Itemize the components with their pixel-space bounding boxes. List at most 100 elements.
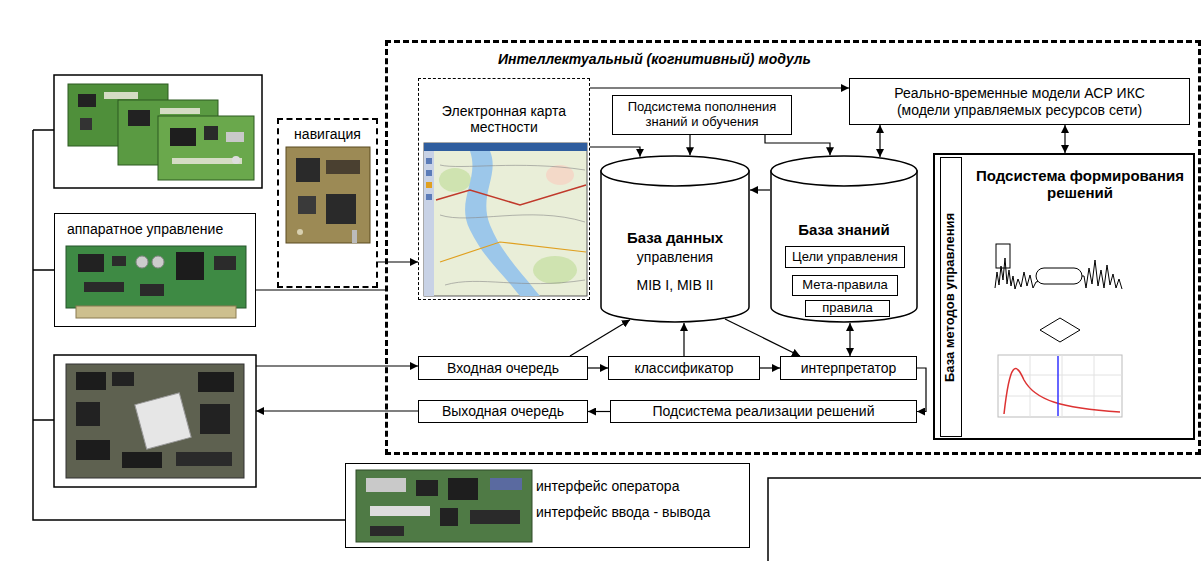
box-label: База данных xyxy=(600,229,750,246)
processor-board xyxy=(76,440,110,460)
rule-box: правила xyxy=(805,300,890,317)
distribution-chart xyxy=(998,355,1122,417)
cylinder-top xyxy=(601,156,749,186)
terrain-map-box: Электронная карта местности xyxy=(418,78,590,300)
circuit-board xyxy=(104,92,138,99)
connector xyxy=(570,320,630,356)
board-frame xyxy=(54,75,262,188)
processor-board xyxy=(66,364,244,478)
decision-subsystem-box: Подсистема формирования решений База мето… xyxy=(933,153,1195,440)
cylinder-top xyxy=(771,156,917,186)
map-image xyxy=(424,143,587,151)
connector xyxy=(256,289,385,290)
processor-board xyxy=(135,393,191,449)
interface-board xyxy=(470,510,520,524)
interface-board xyxy=(370,526,404,536)
circuit-board xyxy=(232,156,240,164)
map-image xyxy=(424,151,434,296)
connector xyxy=(588,411,610,412)
distribution-chart xyxy=(998,355,1122,417)
box-label: MIB I, MIB II xyxy=(600,277,750,293)
control-board xyxy=(84,282,124,292)
processor-board xyxy=(122,452,162,468)
circuit-board xyxy=(158,116,254,180)
connector xyxy=(917,368,926,412)
box-label: навигация xyxy=(279,126,376,142)
interface-board xyxy=(370,506,430,516)
map-image xyxy=(424,143,587,296)
box-label: классификатор xyxy=(609,360,759,376)
gnss-module xyxy=(298,196,316,214)
processor-board xyxy=(198,372,234,392)
distribution-chart xyxy=(998,355,1122,417)
cylinder-outline xyxy=(770,155,918,323)
knowledge-base-cylinder: База знанийЦели управленияМета-правилапр… xyxy=(770,155,918,323)
signal-plot xyxy=(995,244,1122,289)
connector xyxy=(590,147,640,157)
map-image xyxy=(426,158,432,164)
gnss-module xyxy=(297,229,303,235)
gnss-module xyxy=(326,194,356,224)
signal-plot xyxy=(996,244,1010,268)
signal-plot xyxy=(995,258,1122,289)
connector xyxy=(750,189,770,190)
circuit-board xyxy=(172,158,242,164)
process-box: классификатор xyxy=(608,356,760,380)
interface-board xyxy=(490,478,522,490)
circuit-board xyxy=(128,110,150,126)
gnss-module xyxy=(352,230,357,243)
interface-board xyxy=(440,508,458,526)
control-board xyxy=(112,256,126,266)
cylinder-body xyxy=(771,171,917,322)
box-label: Подсистема реализации решений xyxy=(611,403,916,419)
map-image xyxy=(465,151,540,296)
interface-board xyxy=(356,470,532,542)
processor-board xyxy=(76,402,100,426)
box-label: База знаний xyxy=(770,221,918,238)
cylinder-body xyxy=(601,171,749,322)
processor-board xyxy=(176,452,232,466)
map-image xyxy=(426,182,432,188)
box-label: Мета-правила xyxy=(793,278,897,293)
process-box: интерпретатор xyxy=(780,356,917,380)
circuit-board xyxy=(160,108,200,114)
interface-board xyxy=(366,478,406,492)
bus-arrow xyxy=(256,410,418,411)
connector xyxy=(760,367,780,368)
box-label: интерфейс оператора xyxy=(536,478,749,494)
box-label: Подсистема формирования решений xyxy=(975,167,1185,202)
connector xyxy=(590,87,849,88)
process-box: Подсистема пополнения знаний и обучения xyxy=(612,95,792,135)
box-label: Электронная карта местности xyxy=(427,103,581,135)
map-image xyxy=(533,256,577,284)
control-board xyxy=(136,256,148,268)
circuit-board xyxy=(170,128,196,146)
connector xyxy=(588,367,608,368)
circuit-board xyxy=(78,94,96,107)
bus-arrow xyxy=(256,365,418,366)
empty-frame xyxy=(768,478,1201,561)
map-image xyxy=(426,170,432,176)
circuit-board xyxy=(68,84,254,180)
connector xyxy=(765,135,830,155)
box-label: Подсистема пополнения знаний и обучения xyxy=(619,100,785,130)
map-image xyxy=(439,168,471,192)
board-frame xyxy=(54,75,262,487)
box-label: управления xyxy=(600,249,750,265)
box-label: Входная очередь xyxy=(419,360,587,376)
process-box: Подсистема реализации решений xyxy=(610,400,917,423)
hardware-control-box: аппаратное управление xyxy=(54,213,256,327)
methods-band: База методов управления xyxy=(940,157,962,437)
map-image xyxy=(424,143,587,296)
connector xyxy=(1064,125,1065,153)
map-image xyxy=(440,165,585,285)
distribution-chart xyxy=(1004,369,1120,414)
connector xyxy=(378,261,418,262)
box-label: интерпретатор xyxy=(781,360,916,376)
control-board xyxy=(152,256,164,268)
gnss-module xyxy=(296,158,320,182)
cognitive-module-region: Интеллектуальный (когнитивный) модульЭле… xyxy=(385,40,1201,455)
control-board xyxy=(140,284,164,296)
